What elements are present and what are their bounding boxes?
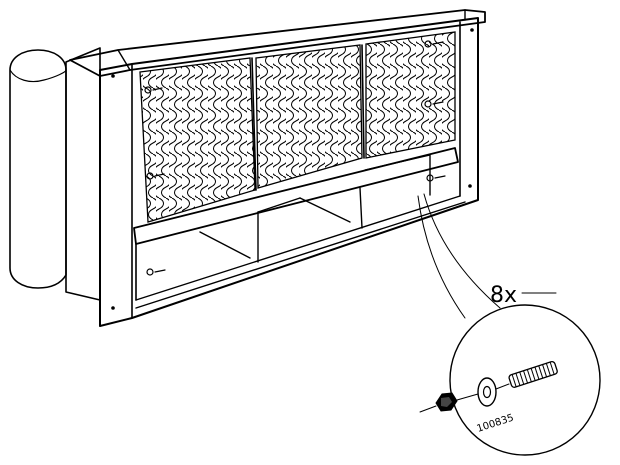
callout-circle bbox=[419, 292, 601, 456]
quantity-label: 8x bbox=[490, 283, 517, 308]
bolt-marker bbox=[426, 174, 446, 182]
bolt-marker bbox=[144, 86, 163, 94]
bolt-marker bbox=[146, 268, 166, 276]
lower-compartments bbox=[135, 154, 466, 309]
screw-dot bbox=[470, 28, 474, 32]
bolt-icon bbox=[508, 361, 558, 388]
washer-icon bbox=[477, 377, 497, 407]
callout-leader bbox=[417, 193, 501, 319]
bolt-marker bbox=[424, 40, 444, 48]
screw-dot bbox=[111, 74, 115, 78]
bolt-marker bbox=[424, 100, 444, 108]
frame-top-rail bbox=[69, 9, 486, 77]
rolled-cushion bbox=[9, 47, 101, 301]
cross-rail bbox=[133, 147, 459, 245]
nut-icon bbox=[435, 392, 458, 412]
spring-panels bbox=[139, 31, 456, 223]
screw-dot bbox=[468, 184, 472, 188]
frame-bolts bbox=[111, 28, 474, 310]
sofa-frame bbox=[99, 17, 479, 327]
screw-dot bbox=[111, 306, 115, 310]
bolt-marker bbox=[146, 172, 165, 180]
